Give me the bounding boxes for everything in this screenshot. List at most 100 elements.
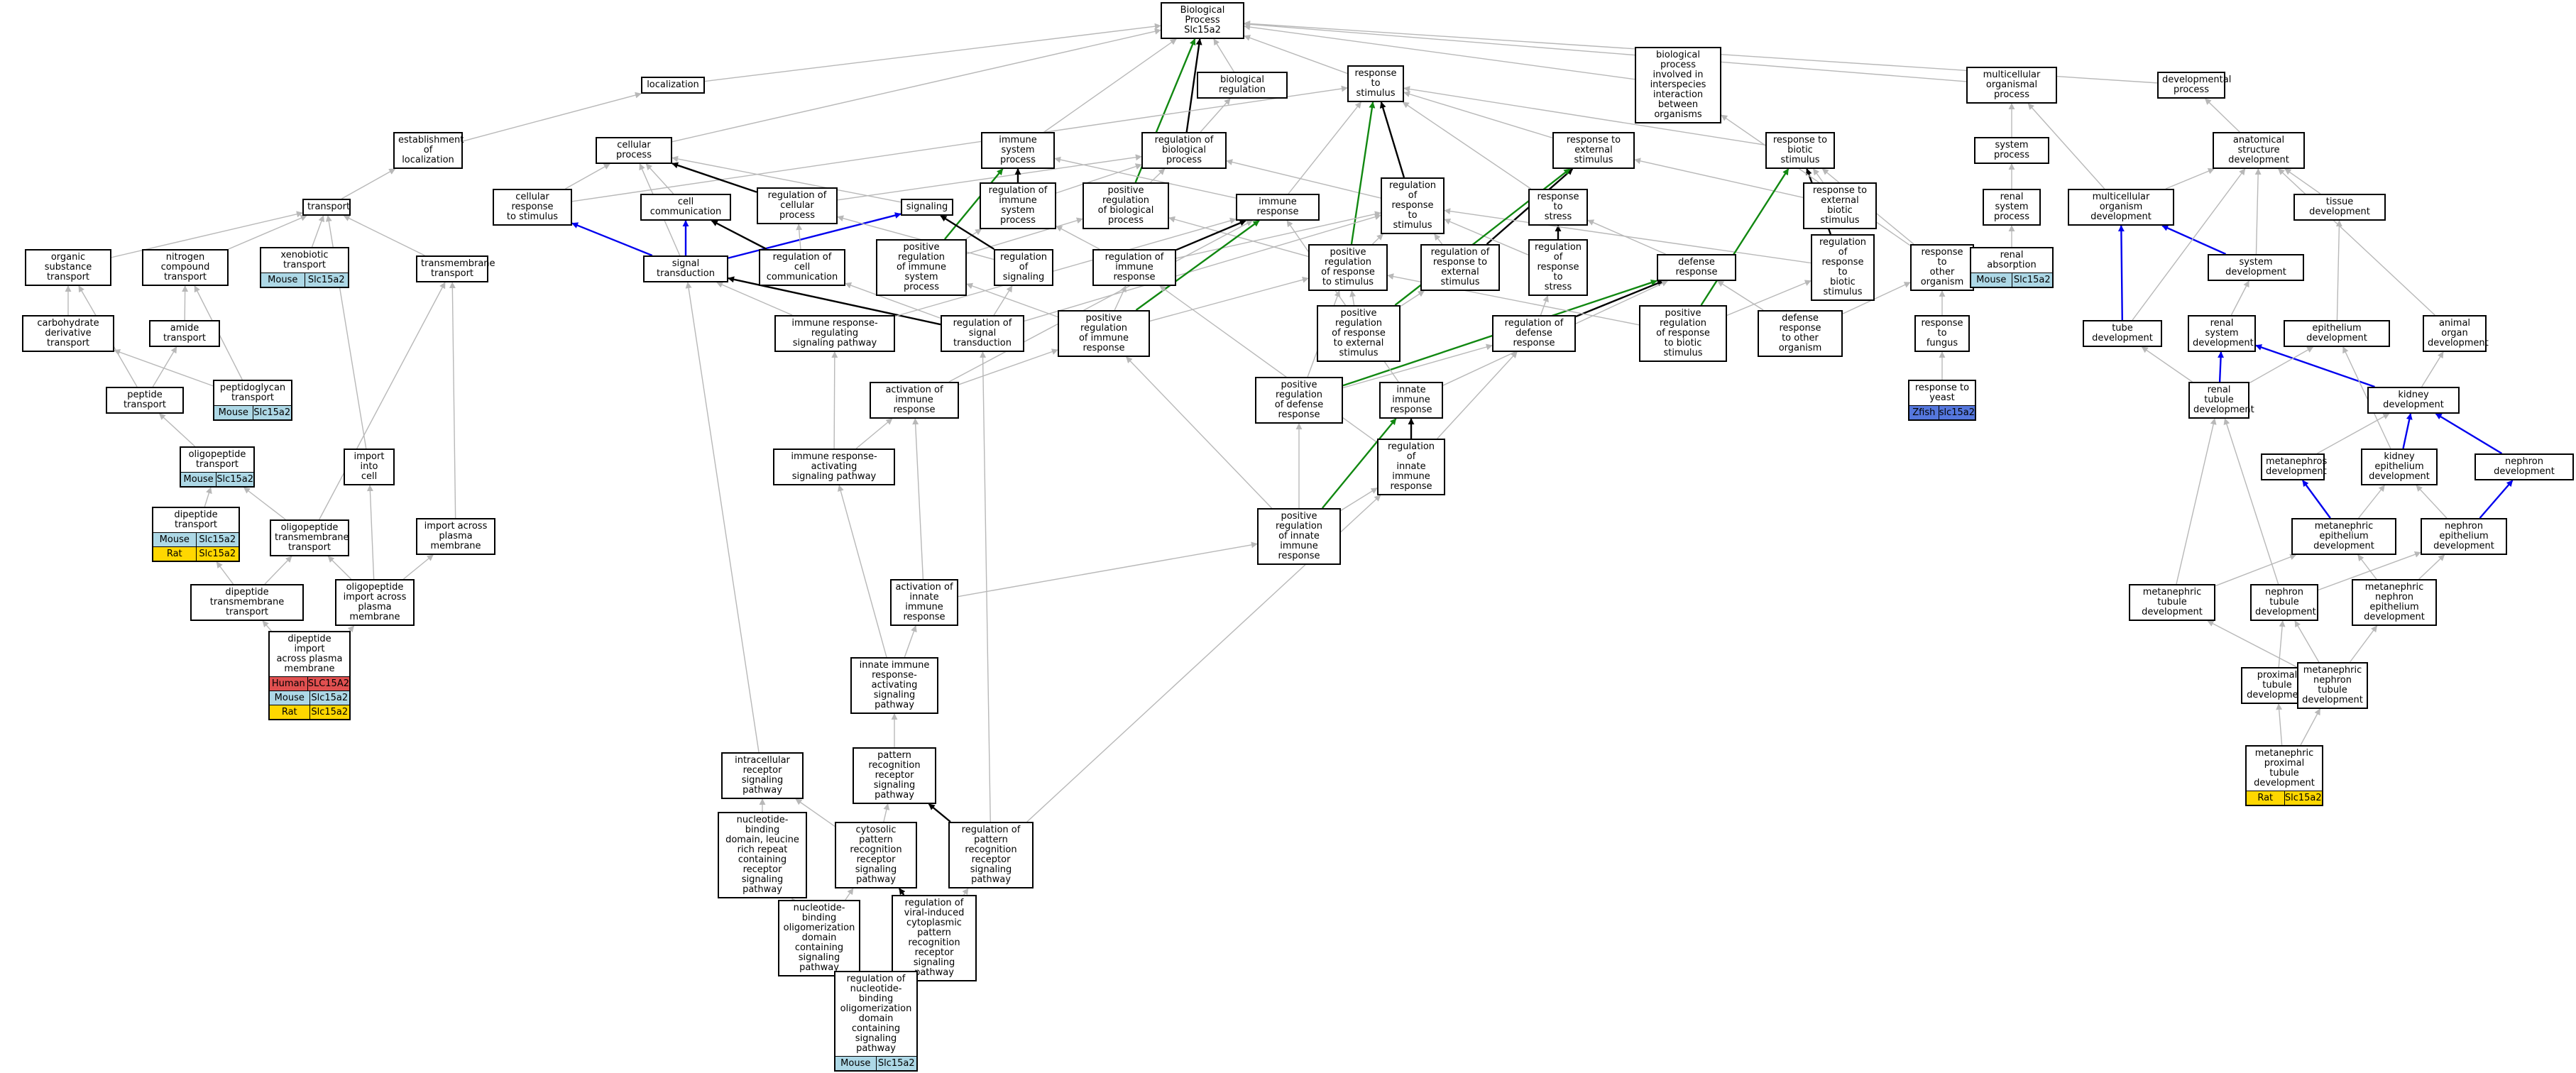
term-activation-of-innate-immune-response[interactable]: activation of innate immune response [890,579,958,626]
term-response-to-external-biotic-stimulus[interactable]: response to external biotic stimulus [1803,182,1877,229]
term-biological-process-involved-in-interspecies-interaction-between-organisms[interactable]: biological process involved in interspec… [1635,47,1721,123]
term-positive-regulation-of-immune-system-process[interactable]: positive regulation of immune system pro… [876,239,967,296]
term-epithelium-development[interactable]: epithelium development [2284,320,2390,347]
term-tube-development[interactable]: tube development [2083,320,2162,347]
term-metanephric-nephron-tubule-development[interactable]: metanephric nephron tubule development [2297,662,2368,709]
term-pattern-recognition-receptor-signaling-pathway[interactable]: pattern recognition receptor signaling p… [853,747,936,804]
term-regulation-of-cellular-process[interactable]: regulation of cellular process [757,187,838,224]
term-tissue-development[interactable]: tissue development [2293,194,2386,221]
term-response-to-fungus[interactable]: response to fungus [1914,315,1970,352]
term-nephron-tubule-development[interactable]: nephron tubule development [2250,584,2318,621]
term-response-to-other-organism[interactable]: response to other organism [1910,244,1974,291]
term-positive-regulation-of-response-to-stimulus[interactable]: positive regulation of response to stimu… [1308,244,1388,291]
term-response-to-biotic-stimulus[interactable]: response to biotic stimulus [1765,132,1835,169]
term-nucleotide-binding-oligomerization-domain-containing-signaling-pathway[interactable]: nucleotide-binding oligomerization domai… [778,900,860,976]
term-import-into-cell[interactable]: import into cell [344,449,395,485]
term-positive-regulation-of-defense-response[interactable]: positive regulation of defense response [1255,377,1343,424]
term-regulation-of-signaling[interactable]: regulation of signaling [994,249,1053,286]
term-nucleotide-binding-domain-leucine-rich-repeat-containing-receptor-signaling-pathway[interactable]: nucleotide-binding domain, leucine rich … [718,812,807,898]
term-establishment-of-localization[interactable]: establishment of localization [393,132,464,169]
term-regulation-of-biological-process[interactable]: regulation of biological process [1141,132,1227,169]
term-peptide-transport[interactable]: peptide transport [106,387,184,414]
term-nephron-development[interactable]: nephron development [2474,453,2574,480]
term-signal-transduction[interactable]: signal transduction [643,255,728,282]
term-kidney-epithelium-development[interactable]: kidney epithelium development [2361,449,2438,485]
term-renal-system-process[interactable]: renal system process [1983,189,2041,226]
term-regulation-of-signal-transduction[interactable]: regulation of signal transduction [941,315,1024,352]
term-import-across-plasma-membrane[interactable]: import across plasma membrane [416,518,495,555]
term-amide-transport[interactable]: amide transport [149,320,220,347]
term-regulation-of-response-to-stimulus[interactable]: regulation of response to stimulus [1381,177,1445,234]
term-animal-organ-development[interactable]: animal organ development [2423,315,2489,352]
term-regulation-of-immune-system-process[interactable]: regulation of immune system process [980,182,1056,229]
term-dipeptide-transmembrane-transport[interactable]: dipeptide transmembrane transport [190,584,304,621]
term-regulation-of-immune-response[interactable]: regulation of immune response [1092,249,1176,286]
term-positive-regulation-of-response-to-external-stimulus[interactable]: positive regulation of response to exter… [1317,305,1401,362]
term-anatomical-structure-development[interactable]: anatomical structure development [2213,132,2305,169]
term-signaling[interactable]: signaling [901,199,953,216]
term-defense-response[interactable]: defense response [1657,254,1736,281]
term-system-process[interactable]: system process [1974,137,2049,164]
term-regulation-of-pattern-recognition-receptor-signaling-pathway[interactable]: regulation of pattern recognition recept… [948,822,1034,888]
term-metanephros-development[interactable]: metanephros development [2261,453,2327,480]
term-developmental-process[interactable]: developmental process [2157,72,2231,99]
term-immune-response-activating-signaling-pathway[interactable]: immune response-activating signaling pat… [773,449,895,485]
term-renal-tubule-development[interactable]: renal tubule development [2188,382,2254,419]
term-cellular-response-to-stimulus[interactable]: cellular response to stimulus [493,189,572,226]
term-metanephric-nephron-epithelium-development[interactable]: metanephric nephron epithelium developme… [2352,579,2437,626]
term-regulation-of-response-to-external-stimulus[interactable]: regulation of response to external stimu… [1420,244,1500,291]
term-cellular-process[interactable]: cellular process [596,137,672,164]
term-nephron-epithelium-development[interactable]: nephron epithelium development [2421,518,2507,555]
term-regulation-of-response-to-stress[interactable]: regulation of response to stress [1528,239,1588,296]
term-innate-immune-response[interactable]: innate immune response [1379,382,1443,419]
term-positive-regulation-of-biological-process[interactable]: positive regulation of biological proces… [1083,182,1169,229]
term-positive-regulation-of-response-to-biotic-stimulus[interactable]: positive regulation of response to bioti… [1639,305,1727,362]
term-biological-process-slc15a2[interactable]: Biological Process Slc15a2 [1161,2,1244,39]
term-transmembrane-transport[interactable]: transmembrane transport [416,255,495,282]
term-cytosolic-pattern-recognition-receptor-signaling-pathway[interactable]: cytosolic pattern recognition receptor s… [835,822,917,888]
term-regulation-of-nucleotide-binding-oligomerization-domain-containing-signaling-pathway[interactable]: regulation of nucleotide-binding oligome… [834,971,918,1072]
term-regulation-of-cell-communication[interactable]: regulation of cell communication [759,249,845,286]
term-renal-system-development[interactable]: renal system development [2188,315,2256,352]
term-positive-regulation-of-immune-response[interactable]: positive regulation of immune response [1058,310,1150,357]
term-positive-regulation-of-innate-immune-response[interactable]: positive regulation of innate immune res… [1257,508,1341,565]
term-kidney-development[interactable]: kidney development [2367,387,2460,414]
term-defense-response-to-other-organism[interactable]: defense response to other organism [1758,310,1843,357]
term-response-to-external-stimulus[interactable]: response to external stimulus [1552,132,1635,169]
term-metanephric-epithelium-development[interactable]: metanephric epithelium development [2291,518,2396,555]
term-activation-of-immune-response[interactable]: activation of immune response [870,382,959,419]
term-regulation-of-response-to-biotic-stimulus[interactable]: regulation of response to biotic stimulu… [1811,234,1875,301]
term-regulation-of-innate-immune-response[interactable]: regulation of innate immune response [1377,439,1445,495]
term-localization[interactable]: localization [641,77,705,94]
term-response-to-stimulus[interactable]: response to stimulus [1347,65,1404,102]
term-immune-response-regulating-signaling-pathway[interactable]: immune response-regulating signaling pat… [774,315,895,352]
term-carbohydrate-derivative-transport[interactable]: carbohydrate derivative transport [22,315,114,352]
term-oligopeptide-import-across-plasma-membrane[interactable]: oligopeptide import across plasma membra… [335,579,415,626]
term-regulation-of-defense-response[interactable]: regulation of defense response [1492,315,1576,352]
term-biological-regulation[interactable]: biological regulation [1197,72,1288,99]
term-response-to-stress[interactable]: response to stress [1528,189,1588,226]
term-organic-substance-transport[interactable]: organic substance transport [25,249,111,286]
term-multicellular-organismal-process[interactable]: multicellular organismal process [1966,67,2057,104]
term-multicellular-organism-development[interactable]: multicellular organism development [2068,189,2174,226]
term-transport[interactable]: transport [302,199,351,216]
term-regulation-of-viral-induced-cytoplasmic-pattern-recognition-receptor-signaling-pathway[interactable]: regulation of viral-induced cytoplasmic … [892,895,977,981]
term-system-development[interactable]: system development [2208,254,2304,281]
edge-tmtrans-to-transport [343,215,425,256]
term-cell-communication[interactable]: cell communication [640,194,731,221]
term-immune-response[interactable]: immune response [1236,194,1320,221]
term-oligopeptide-transmembrane-transport[interactable]: oligopeptide transmembrane transport [270,519,349,556]
term-nitrogen-compound-transport[interactable]: nitrogen compound transport [142,249,229,286]
term-metanephric-tubule-development[interactable]: metanephric tubule development [2129,584,2215,621]
term-innate-immune-response-activating-signaling-pathway[interactable]: innate immune response-activating signal… [850,657,938,714]
term-intracellular-receptor-signaling-pathway[interactable]: intracellular receptor signaling pathway [721,752,804,799]
term-immune-system-process[interactable]: immune system process [981,132,1055,169]
